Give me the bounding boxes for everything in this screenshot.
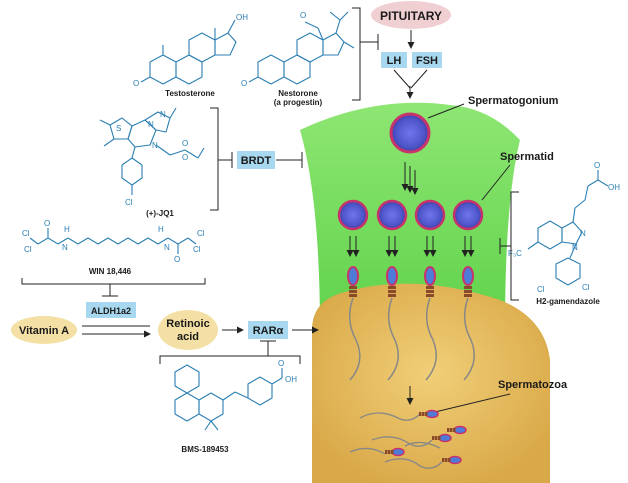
svg-text:Cl: Cl — [24, 245, 32, 254]
svg-text:O: O — [594, 161, 600, 170]
svg-text:Cl: Cl — [537, 285, 545, 294]
svg-text:Cl: Cl — [197, 229, 205, 238]
lh-label: LH — [387, 55, 402, 67]
spermatozoa-label: Spermatozoa — [498, 379, 568, 391]
svg-text:N: N — [152, 141, 158, 150]
svg-text:O: O — [241, 79, 247, 88]
spermatid-cell[interactable] — [376, 199, 408, 231]
jq1-label: (+)-JQ1 — [146, 209, 174, 218]
aldh-box[interactable] — [86, 302, 136, 318]
division-arrows — [401, 162, 419, 195]
nestorone-structure: O O — [241, 11, 355, 88]
spermatid-cell[interactable] — [452, 199, 484, 231]
nestorone-note: (a progestin) — [274, 98, 323, 107]
svg-text:N: N — [160, 110, 166, 119]
win-structure: Cl Cl O N H H N O Cl Cl — [22, 219, 205, 264]
pituitary-ellipse[interactable] — [371, 1, 451, 29]
svg-text:F₃C: F₃C — [508, 249, 522, 258]
svg-text:H: H — [64, 225, 70, 234]
testosterone-structure: OH O — [133, 13, 248, 88]
svg-text:N: N — [62, 243, 68, 252]
retinoic-acid-pill[interactable] — [158, 310, 218, 350]
elongating-spermatids — [347, 266, 475, 381]
aldh-label: ALDH1a2 — [91, 306, 131, 316]
rar-label: RARα — [253, 325, 284, 337]
h2g-label: H2-gamendazole — [536, 297, 600, 306]
brdt-label: BRDT — [241, 155, 272, 167]
brdt-box[interactable] — [237, 151, 275, 169]
bms-structure: O OH — [174, 359, 297, 431]
bms-label: BMS-189453 — [181, 445, 229, 454]
rar-box[interactable] — [248, 321, 288, 339]
svg-text:Cl: Cl — [582, 283, 590, 292]
svg-text:Cl: Cl — [125, 198, 133, 207]
svg-text:OH: OH — [236, 13, 248, 22]
fsh-box[interactable] — [412, 52, 442, 68]
win-label: WIN 18,446 — [89, 267, 132, 276]
vitamin-a-label: Vitamin A — [19, 325, 69, 337]
svg-text:O: O — [133, 79, 139, 88]
svg-text:OH: OH — [608, 183, 620, 192]
retinoic-label-1: Retinoic — [166, 318, 209, 330]
svg-text:O: O — [182, 139, 188, 148]
svg-text:H: H — [158, 225, 164, 234]
svg-text:Cl: Cl — [22, 229, 30, 238]
spermatozoa-group — [349, 409, 467, 469]
svg-text:N: N — [572, 243, 578, 252]
h2-gamendazole-structure: O OH N N F₃C Cl Cl — [508, 161, 620, 294]
spermatogonium-cell[interactable] — [389, 112, 431, 154]
svg-text:S: S — [116, 124, 121, 133]
lh-box[interactable] — [381, 52, 407, 68]
svg-text:N: N — [164, 243, 170, 252]
spermatid-cell[interactable] — [337, 199, 369, 231]
svg-text:N: N — [148, 120, 154, 129]
maturation-arrows — [346, 236, 475, 257]
lumen-base — [312, 283, 550, 483]
pituitary-label: PITUITARY — [380, 9, 442, 23]
svg-text:O: O — [182, 153, 188, 162]
svg-text:N: N — [580, 229, 586, 238]
nestorone-label: Nestorone — [278, 89, 318, 98]
fsh-label: FSH — [416, 55, 438, 67]
svg-text:O: O — [44, 219, 50, 228]
retinoic-label-2: acid — [177, 331, 199, 343]
testosterone-label: Testosterone — [165, 89, 215, 98]
jq1-structure: S N N N O O Cl — [99, 107, 205, 207]
svg-text:O: O — [278, 359, 284, 368]
spermatid-cell[interactable] — [414, 199, 446, 231]
spermatogonium-label: Spermatogonium — [468, 95, 559, 107]
svg-text:O: O — [300, 11, 306, 20]
svg-text:Cl: Cl — [193, 245, 201, 254]
svg-text:O: O — [174, 255, 180, 264]
spermatid-label: Spermatid — [500, 151, 554, 163]
vitamin-a-pill[interactable] — [11, 316, 77, 344]
svg-text:OH: OH — [285, 375, 297, 384]
